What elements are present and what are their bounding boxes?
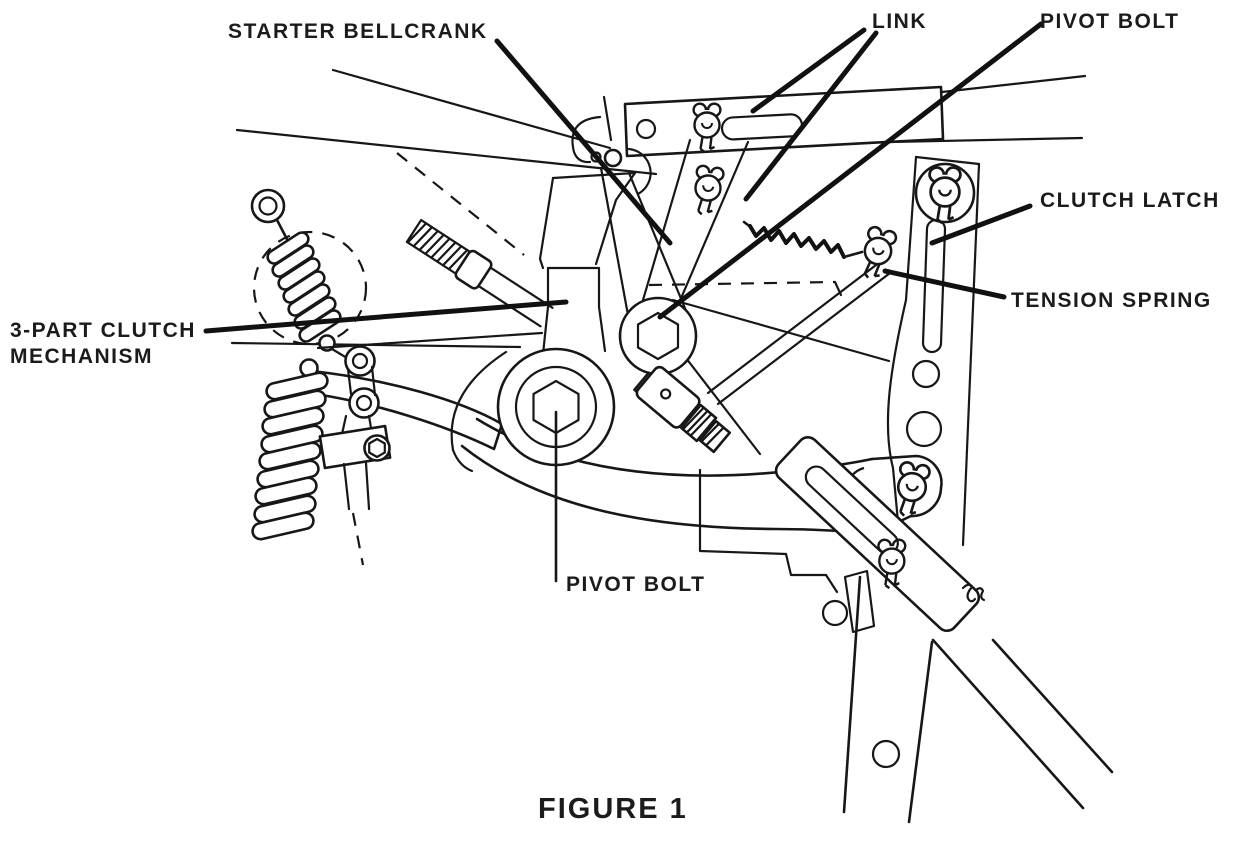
link-strap-drawing — [641, 138, 750, 312]
labels: STARTER BELLCRANK LINK PIVOT BOLT CLUTCH… — [10, 10, 1220, 825]
lower-spring-drawing — [249, 358, 331, 543]
leader-clutch-mechanism — [203, 299, 569, 334]
figure-caption: FIGURE 1 — [538, 793, 688, 825]
label-pivot-bolt-top: PIVOT BOLT — [1040, 10, 1179, 33]
leader-link-1 — [750, 27, 867, 114]
clutch-latch-drawing — [845, 155, 981, 547]
label-link: LINK — [872, 10, 927, 33]
latch-bottom-wingbolt-icon — [891, 459, 932, 521]
tension-spring-drawing — [742, 220, 899, 284]
leader-lines — [203, 21, 1044, 583]
leader-starter-bellcrank — [494, 38, 673, 246]
turnbuckle-drawing — [633, 260, 892, 454]
clamp-block-drawing — [318, 424, 392, 511]
mounting-plate-drawing — [538, 171, 637, 356]
slotted-lever-drawing — [774, 435, 1114, 810]
leader-clutch-latch — [929, 203, 1033, 246]
label-clutch-mechanism-line2: MECHANISM — [10, 345, 153, 368]
label-clutch-latch: CLUTCH LATCH — [1040, 189, 1220, 212]
leader-tension-spring — [882, 268, 1007, 300]
pivot-bolt-upper-drawing — [618, 296, 698, 376]
leader-clutch-mechanism-thin — [316, 331, 544, 350]
label-starter-bellcrank: STARTER BELLCRANK — [228, 20, 488, 43]
hidden-lines-drawing — [252, 152, 843, 566]
upper-spring-drawing — [250, 188, 349, 360]
handwriting-mark — [961, 583, 986, 603]
leader-link-2 — [743, 30, 879, 202]
top-link-bar-drawing — [571, 85, 945, 164]
label-pivot-bolt-bottom: PIVOT BOLT — [566, 573, 705, 596]
label-tension-spring: TENSION SPRING — [1011, 289, 1212, 312]
leader-pivot-bolt-top — [657, 21, 1044, 320]
label-clutch-mechanism-line1: 3-PART CLUTCH — [10, 319, 196, 342]
threaded-stud-drawing — [405, 218, 554, 328]
link-plate-drawing — [340, 345, 380, 436]
clutch-mechanism-drawing — [249, 188, 504, 543]
lower-frame-drawing — [698, 468, 986, 824]
